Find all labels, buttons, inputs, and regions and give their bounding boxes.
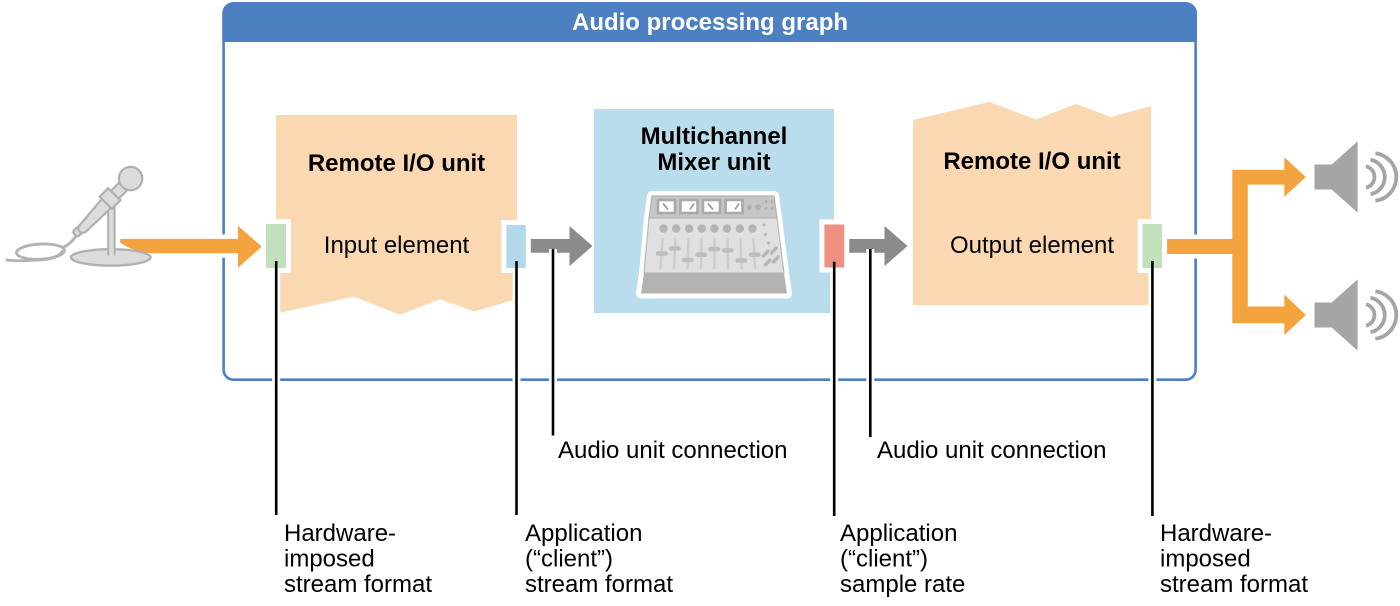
svg-text:Input element: Input element bbox=[324, 232, 470, 259]
svg-text:Mixer unit: Mixer unit bbox=[657, 149, 770, 176]
svg-text:Output element: Output element bbox=[950, 232, 1114, 259]
svg-text:imposed: imposed bbox=[284, 546, 375, 573]
svg-text:Hardware-: Hardware- bbox=[284, 520, 396, 547]
svg-text:Audio processing graph: Audio processing graph bbox=[572, 9, 848, 36]
svg-text:Remote I/O unit: Remote I/O unit bbox=[943, 148, 1120, 175]
svg-text:Application: Application bbox=[525, 520, 642, 547]
svg-text:Audio unit connection: Audio unit connection bbox=[877, 437, 1107, 464]
svg-text:stream format: stream format bbox=[284, 571, 432, 598]
svg-text:(“client”): (“client”) bbox=[525, 546, 613, 573]
svg-text:Application: Application bbox=[840, 520, 957, 547]
svg-text:Remote I/O unit: Remote I/O unit bbox=[308, 150, 485, 177]
svg-text:imposed: imposed bbox=[1160, 546, 1251, 573]
svg-text:Hardware-: Hardware- bbox=[1160, 520, 1272, 547]
svg-text:stream format: stream format bbox=[1160, 571, 1308, 598]
svg-text:stream format: stream format bbox=[525, 571, 673, 598]
svg-text:Audio unit connection: Audio unit connection bbox=[558, 437, 788, 464]
svg-text:Multichannel: Multichannel bbox=[641, 123, 788, 150]
svg-text:sample rate: sample rate bbox=[840, 571, 965, 598]
svg-text:(“client”): (“client”) bbox=[840, 546, 928, 573]
